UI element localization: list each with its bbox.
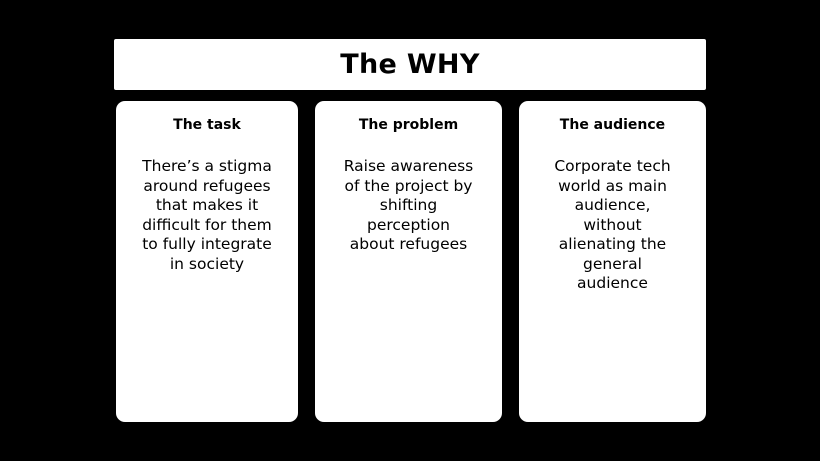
card-body: There’s a stigma around refugees that ma… [142,157,272,273]
card-body: Corporate tech world as main audience, w… [554,157,671,292]
card-heading: The problem [358,117,459,133]
card-audience: The audience Corporate tech world as mai… [519,101,706,422]
card-heading: The task [173,117,241,133]
slide-title: The WHY [340,49,480,80]
card-heading: The audience [559,117,666,133]
card-task: The task There’s a stigma around refugee… [116,101,298,422]
card-body: Raise awareness of the project by shifti… [343,157,474,253]
title-bar: The WHY [114,39,706,90]
card-problem: The problem Raise awareness of the proje… [315,101,502,422]
